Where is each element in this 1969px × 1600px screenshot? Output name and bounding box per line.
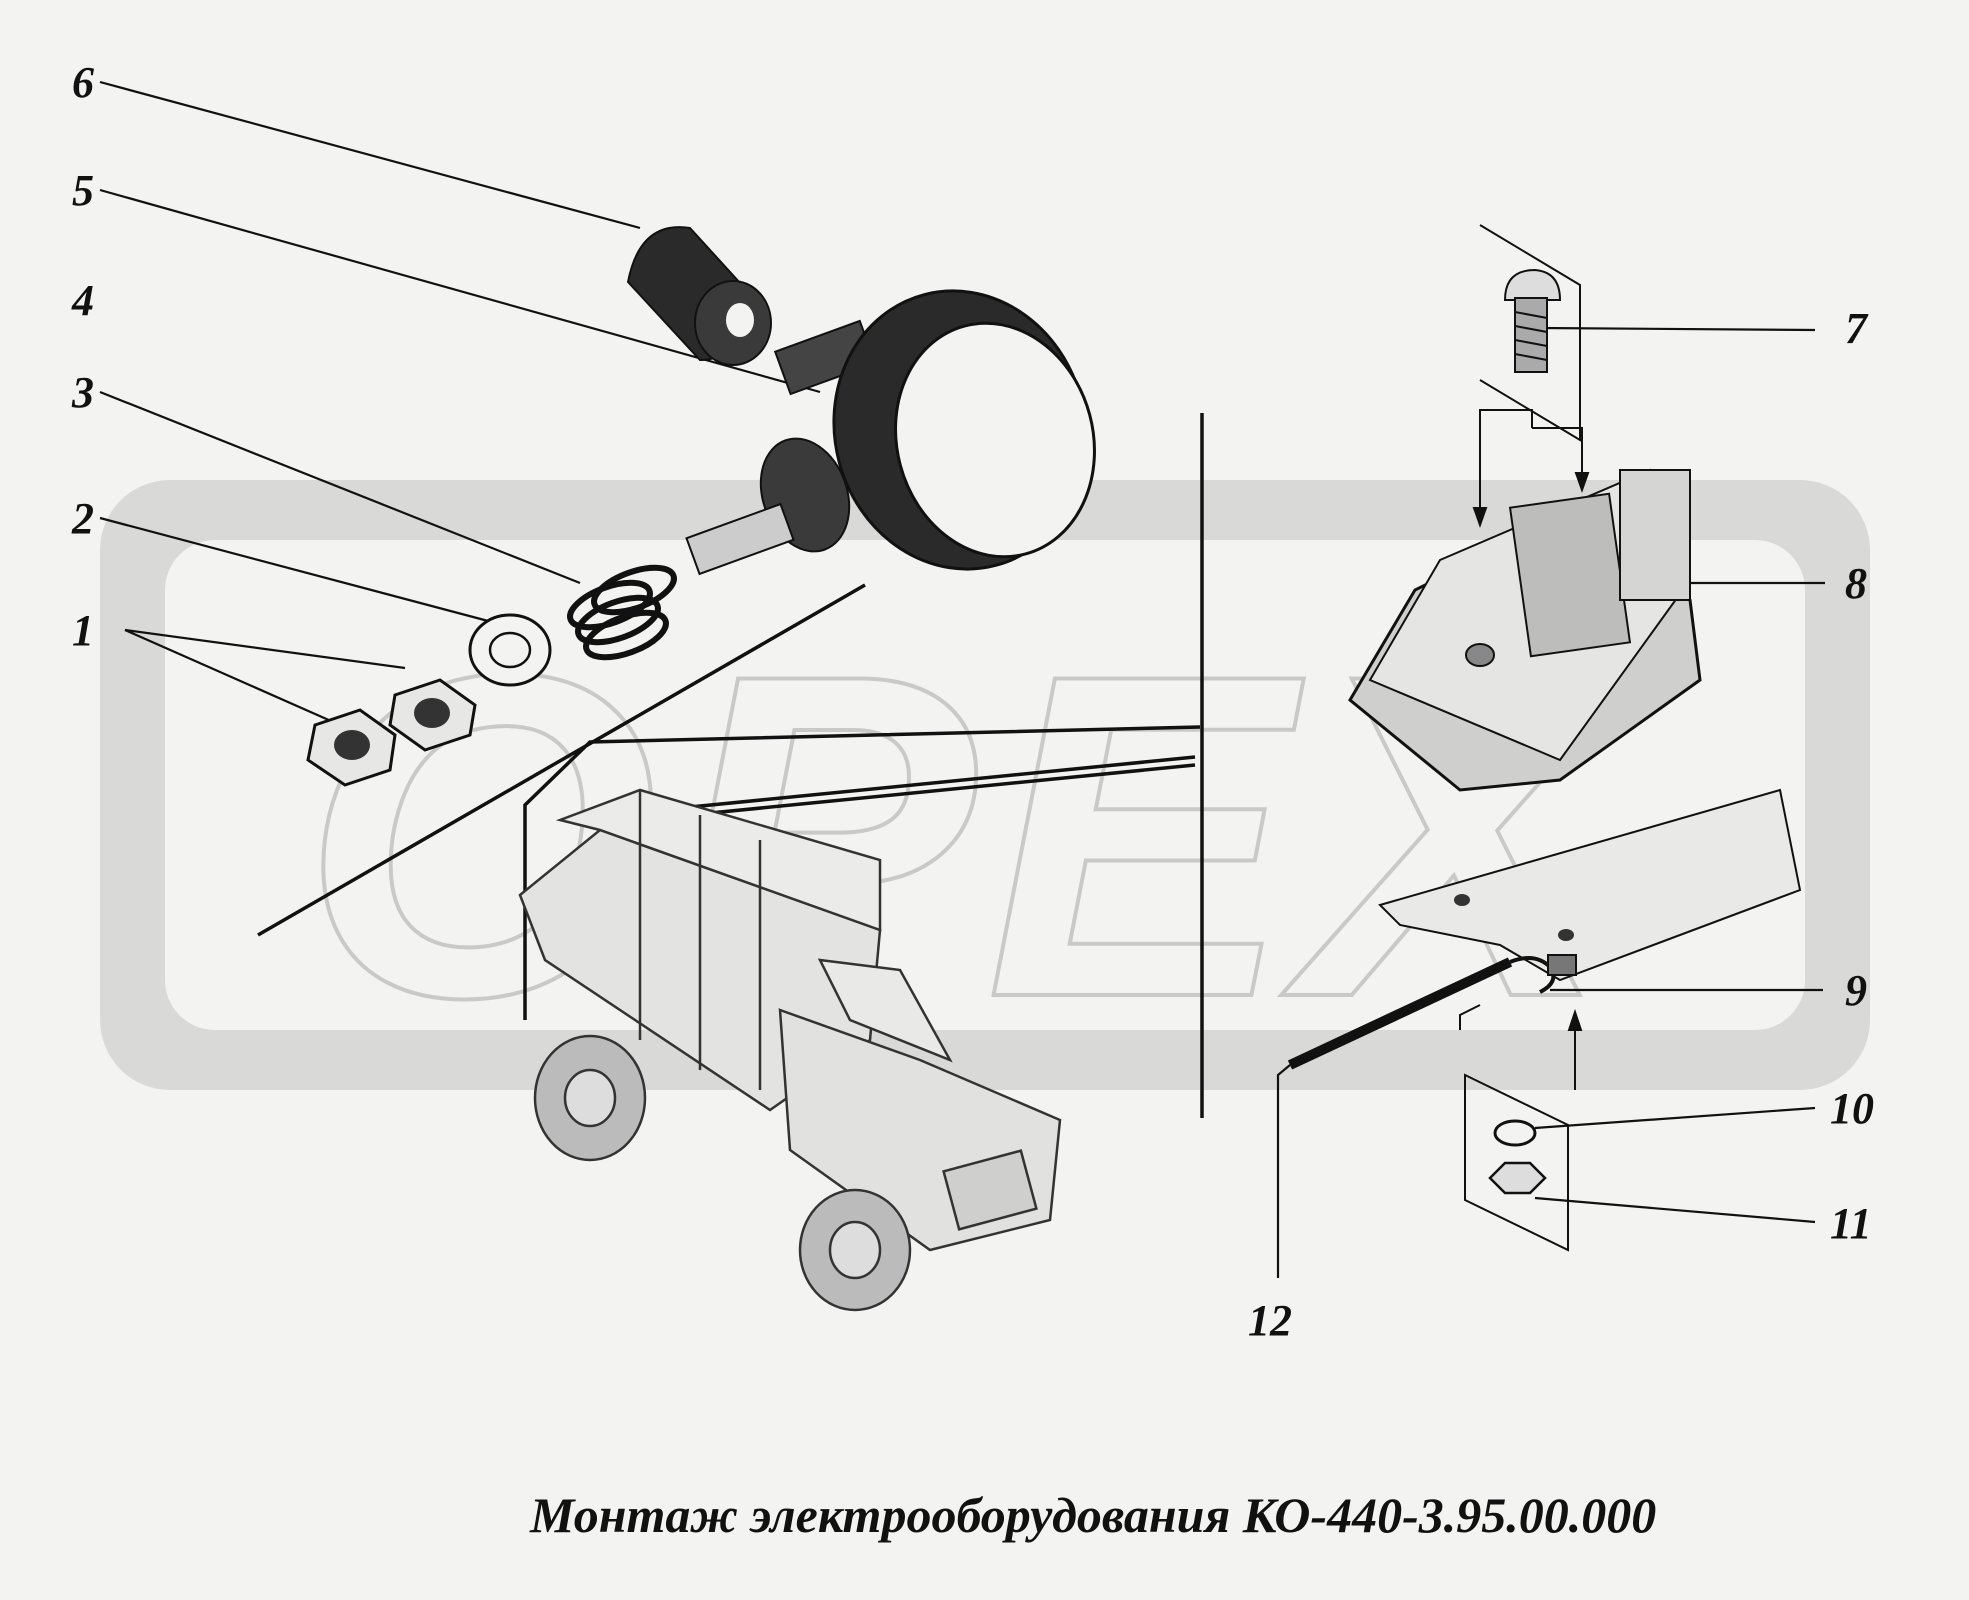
- hex-nuts: [306, 678, 477, 787]
- label-8: 8: [1845, 559, 1867, 608]
- label-6: 6: [72, 58, 94, 107]
- screw: [1479, 224, 1581, 442]
- lamp-housing: [685, 289, 1096, 576]
- label-3: 3: [71, 368, 94, 417]
- label-12: 12: [1248, 1296, 1292, 1345]
- diagram-caption: Монтаж электрооборудования КО-440-3.95.0…: [530, 1487, 1657, 1543]
- leader-lines-right: [1276, 326, 1825, 1278]
- label-5: 5: [72, 166, 94, 215]
- part-labels: 6 5 4 3 2 1 7 8 9 10 11 12: [71, 58, 1874, 1345]
- label-7: 7: [1845, 304, 1869, 353]
- label-10: 10: [1830, 1084, 1874, 1133]
- assembly-arrows-bottom: [1459, 1004, 1583, 1090]
- label-9: 9: [1845, 966, 1867, 1015]
- mounting-plate: [1287, 788, 1802, 1070]
- label-11: 11: [1830, 1199, 1872, 1248]
- cone-cap: [626, 226, 772, 366]
- plate-lamp: [1348, 468, 1702, 792]
- assembly-arrows-top: [1472, 409, 1590, 529]
- assembly-lines: [257, 413, 1204, 1118]
- label-2: 2: [71, 494, 94, 543]
- label-1: 1: [72, 606, 94, 655]
- label-4: 4: [71, 276, 94, 325]
- spring: [567, 564, 677, 661]
- lower-fasteners: [1464, 1073, 1569, 1252]
- truck-illustration: [518, 788, 1062, 1312]
- washer: [468, 613, 552, 687]
